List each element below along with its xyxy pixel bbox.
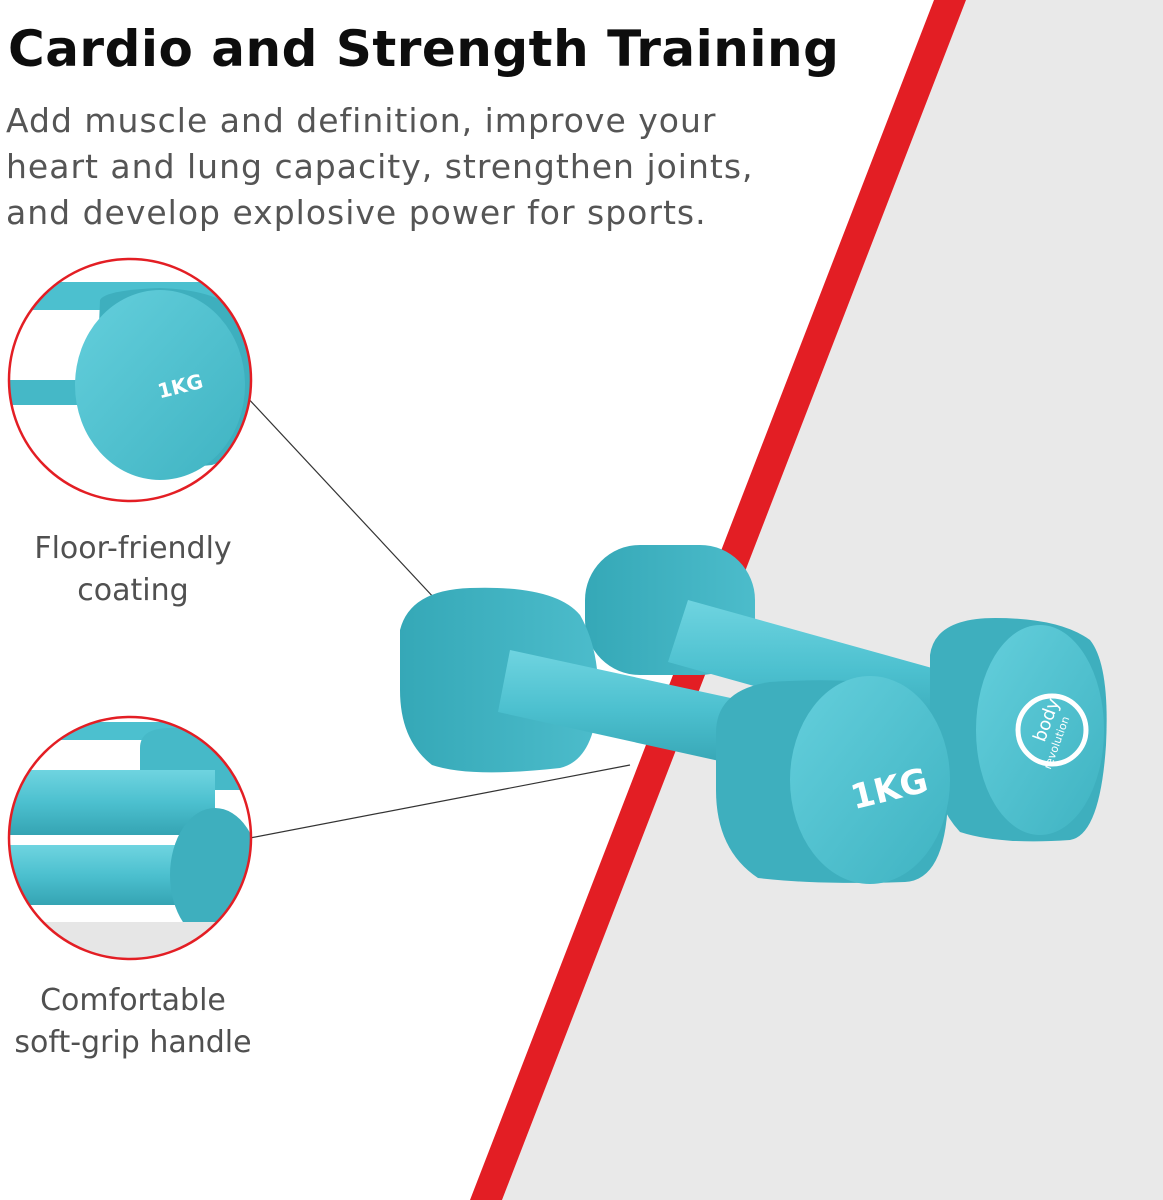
zoom-circle-handle bbox=[7, 715, 253, 961]
feature-label-coating: Floor-friendly coating bbox=[0, 528, 266, 612]
dumbbell-front-handle bbox=[498, 650, 772, 770]
description-line: heart and lung capacity, strengthen join… bbox=[6, 147, 754, 186]
headline: Cardio and Strength Training bbox=[8, 20, 840, 78]
feature-label-line: Floor-friendly bbox=[34, 531, 232, 566]
description-line: Add muscle and definition, improve your bbox=[6, 101, 717, 140]
background-panel bbox=[502, 0, 1163, 1200]
dumbbell-front: 1KG bbox=[400, 587, 950, 884]
dumbbell-back: body revolution bbox=[585, 545, 1107, 842]
zoom-circle-coating: 1KG bbox=[7, 257, 253, 503]
feature-label-line: soft-grip handle bbox=[14, 1025, 252, 1060]
connector-line-coating bbox=[244, 394, 437, 601]
feature-label-line: coating bbox=[77, 573, 189, 608]
feature-label-line: Comfortable bbox=[40, 983, 226, 1018]
feature-label-handle: Comfortable soft-grip handle bbox=[0, 980, 266, 1064]
connector-line-handle bbox=[249, 764, 631, 839]
brand-logo: body revolution bbox=[1015, 693, 1089, 771]
description: Add muscle and definition, improve your … bbox=[6, 98, 754, 236]
description-line: and develop explosive power for sports. bbox=[6, 193, 707, 232]
